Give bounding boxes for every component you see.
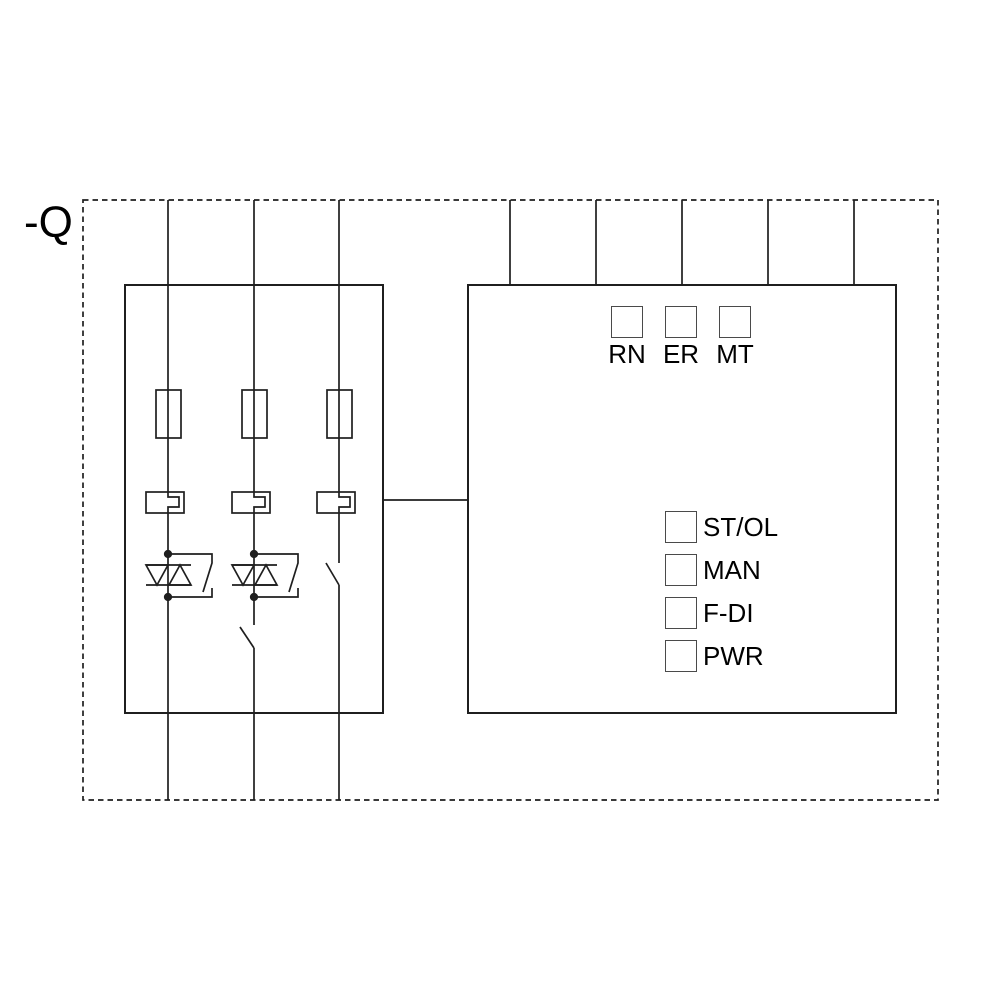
led-label: ER [662,339,700,369]
led-square [665,306,697,338]
led-square [665,554,697,586]
led-square [665,640,697,672]
led-square [611,306,643,338]
phase1-thyristor-pair-symbol [144,563,193,587]
led-square [665,511,697,543]
led-label: F-DI [703,598,754,628]
phase3-fuse-symbol [326,389,353,439]
phase2-conductor [239,200,266,800]
led-square [665,597,697,629]
phase2-overload-release-symbol [231,491,271,514]
led-indicator-pwr: PWR [665,640,778,672]
control-terminal-lines [509,200,855,285]
phase1-overload-release-symbol [145,491,185,514]
led-indicator-st-ol: ST/OL [665,511,778,543]
phase1-fuse-symbol [155,389,182,439]
led-label: RN [608,339,646,369]
phase1-conductor [167,200,180,800]
phase2-thyristor-pair-symbol [230,563,279,587]
phase3-conductor [325,200,351,800]
led-square [719,306,751,338]
status-led-group: RN ER MT [608,306,754,369]
led-indicator-er: ER [662,306,700,369]
junction-dot [249,549,259,559]
led-label: MAN [703,555,761,585]
phase1-bypass-contact-symbol [168,553,213,598]
led-label: ST/OL [703,512,779,542]
junction-dot [163,592,173,602]
device-boundary-dashed-frame [82,199,939,801]
led-indicator-rn: RN [608,306,646,369]
junction-dot [249,592,259,602]
led-label: PWR [703,641,764,671]
phase2-fuse-symbol [241,389,268,439]
phase2-bypass-contact-symbol [254,553,299,598]
led-indicator-f-di: F-DI [665,597,778,629]
led-indicator-mt: MT [716,306,754,369]
led-label: MT [716,339,754,369]
phase3-overload-release-symbol [316,491,356,514]
function-led-group: ST/OL MAN F-DI PWR [665,511,778,672]
junction-dot [163,549,173,559]
device-designation-label: -Q [24,198,73,247]
led-indicator-man: MAN [665,554,778,586]
